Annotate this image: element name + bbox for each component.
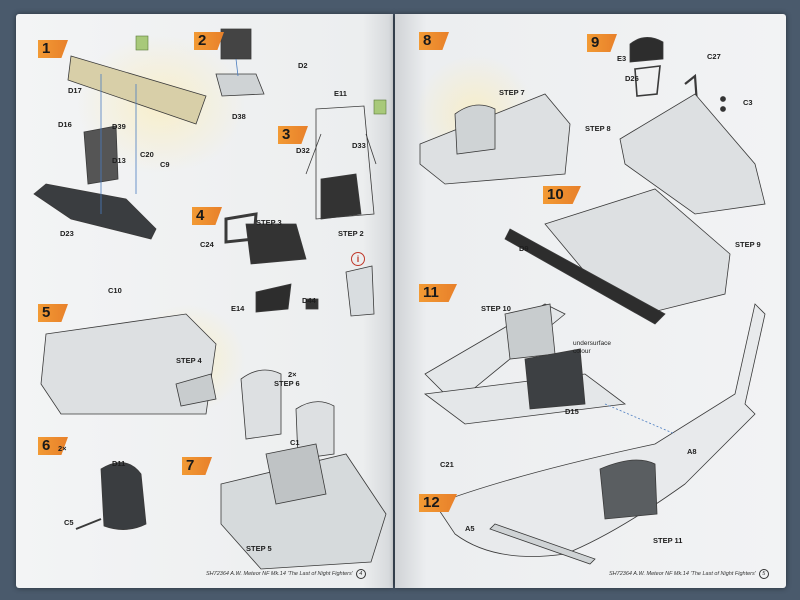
right-page-diagrams [419, 37, 766, 565]
part-label: C27 [707, 52, 721, 61]
part-label: C1 [290, 438, 300, 447]
step-reference: STEP 4 [176, 356, 202, 365]
step-reference: STEP 6 [274, 379, 300, 388]
step-flag-11: 11 [419, 284, 457, 302]
part-label: D38 [232, 112, 246, 121]
part-label: E3 [617, 54, 627, 63]
step-flag-6: 6 [38, 437, 68, 455]
step-flag-9: 9 [587, 34, 617, 52]
part-label: D32 [296, 146, 310, 155]
part-label: A5 [465, 524, 475, 533]
step-flag-2: 2 [194, 32, 224, 50]
step-reference: STEP 2 [338, 229, 364, 238]
step-reference: STEP 5 [246, 544, 272, 553]
quantity-label: 2× [58, 444, 67, 453]
part-label: C20 [140, 150, 154, 159]
step-flag-10: 10 [543, 186, 581, 204]
part-label: D9 [519, 244, 529, 253]
page-number: 4 [355, 569, 366, 579]
step-flag-8: 8 [419, 32, 449, 50]
right-page: 8 9 10 11 12 STEP 7 E3 D26 C27 C3 STEP 8… [395, 14, 786, 588]
part-label: C10 [108, 286, 122, 295]
step-reference: STEP 7 [499, 88, 525, 97]
page-footer: SH72364 A.W. Meteor NF Mk.14 'The Last o… [609, 569, 769, 579]
part-label: D2 [298, 61, 308, 70]
part-label: E14 [231, 304, 245, 313]
part-label: D33 [352, 141, 366, 150]
part-label: C9 [160, 160, 170, 169]
part-label: D16 [58, 120, 72, 129]
part-label: D39 [112, 122, 126, 131]
step-reference: STEP 8 [585, 124, 611, 133]
page-number: 5 [758, 569, 769, 579]
part-label: D44 [302, 296, 316, 305]
step-reference: STEP 10 [481, 304, 511, 313]
part-label: D15 [565, 407, 579, 416]
part-label: D11 [112, 459, 126, 468]
step-flag-3: 3 [278, 126, 308, 144]
step-reference: STEP 9 [735, 240, 761, 249]
instruction-booklet: 1 2 3 4 5 6 2× 7 D17 D39 D16 C20 C9 D13 … [16, 14, 786, 588]
step-flag-12: 12 [419, 494, 457, 512]
part-label: D13 [112, 156, 126, 165]
part-label: C5 [64, 518, 74, 527]
step-reference: STEP 11 [653, 536, 683, 545]
quantity-label: 2× [288, 370, 297, 379]
left-page: 1 2 3 4 5 6 2× 7 D17 D39 D16 C20 C9 D13 … [16, 14, 393, 588]
paint-note: undersurface colour [573, 340, 611, 355]
step-flag-4: 4 [192, 207, 222, 225]
page-footer: SH72364 A.W. Meteor NF Mk.14 'The Last o… [206, 569, 366, 579]
left-page-diagrams [33, 28, 387, 570]
part-label: D26 [625, 74, 639, 83]
step-flag-5: 5 [38, 304, 68, 322]
part-label: D17 [68, 86, 82, 95]
part-label: C3 [743, 98, 753, 107]
step-flag-7: 7 [182, 457, 212, 475]
part-label: D23 [60, 229, 74, 238]
step-flag-1: 1 [38, 40, 68, 58]
part-label: C24 [200, 240, 214, 249]
paint-chip-icon [135, 35, 387, 115]
part-label: E11 [334, 89, 347, 98]
part-label: A8 [687, 447, 697, 456]
info-icon: i [351, 252, 365, 266]
step-reference: STEP 3 [256, 218, 282, 227]
part-label: C21 [440, 460, 454, 469]
